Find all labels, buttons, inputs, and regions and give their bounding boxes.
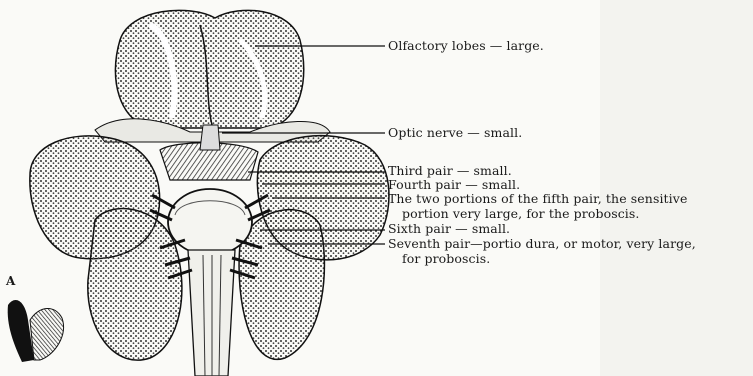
label-fifth-pair-line2: portion very large, for the proboscis. [402,207,640,220]
label-third-pair: Third pair — small. [388,164,512,177]
figure-letter: A [6,274,15,288]
label-optic-nerve: Optic nerve — small. [388,126,522,139]
label-fourth-pair: Fourth pair — small. [388,178,520,191]
label-seventh-pair-line2: for proboscis. [402,252,490,265]
label-seventh-pair-line1: Seventh pair—portio dura, or motor, very… [388,237,696,250]
inset-figure-a [8,300,64,362]
olfactory-lobes [95,10,330,142]
label-fifth-pair-line1: The two portions of the fifth pair, the … [388,192,687,205]
label-olfactory-lobes: Olfactory lobes — large. [388,39,544,52]
label-sixth-pair: Sixth pair — small. [388,222,510,235]
